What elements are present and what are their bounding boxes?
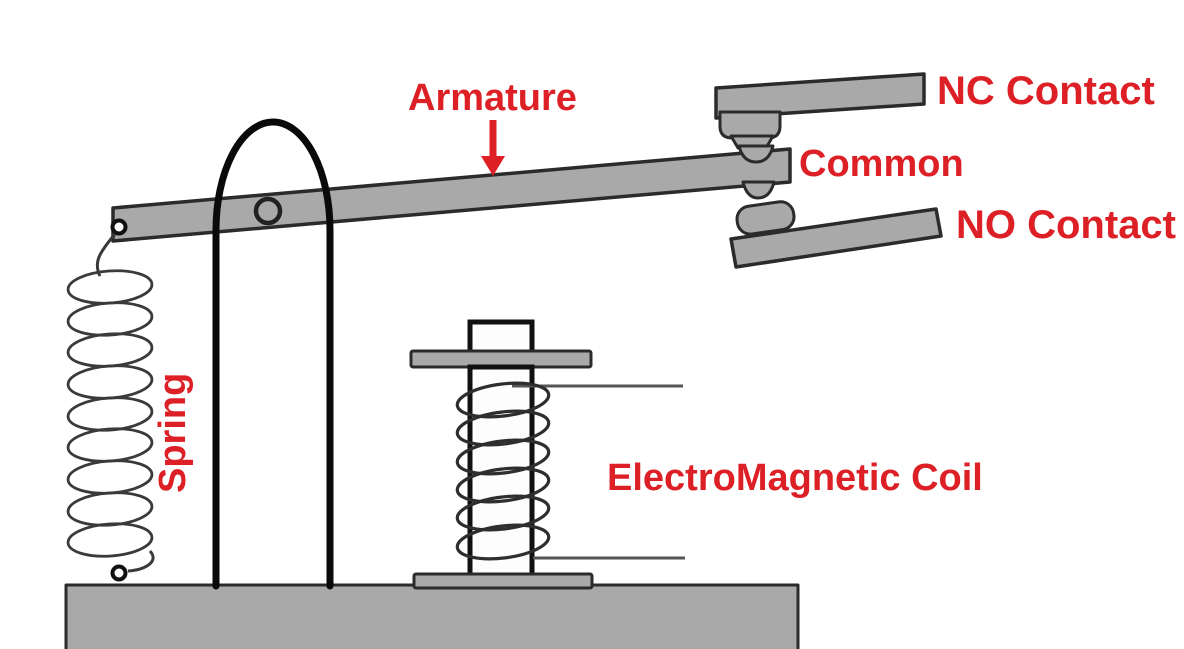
- spring-coil-turn: [66, 427, 154, 463]
- coil-bottom-flange: [412, 572, 594, 590]
- spring-label: Spring: [152, 373, 194, 493]
- spring-coil-turn: [66, 332, 154, 368]
- spring-coil: [66, 269, 154, 558]
- spring-coil-turn: [66, 522, 154, 558]
- electromagnetic-coil-label: ElectroMagnetic Coil: [607, 457, 983, 499]
- coil-winding-turn: [455, 466, 551, 504]
- spring-coil-turn: [66, 301, 154, 337]
- coil-winding-turn: [455, 523, 551, 561]
- spring-coil-turn: [66, 269, 154, 305]
- nc-contact-holder: [718, 110, 782, 140]
- armature-arrow-icon: [481, 120, 505, 176]
- pivot-stand-arch: [212, 118, 334, 590]
- common-label: Common: [799, 143, 964, 185]
- no-contact-tip: [735, 200, 796, 236]
- no-contact-bar: [729, 207, 943, 269]
- no-contact-label: NO Contact: [956, 203, 1176, 247]
- nc-contact-label: NC Contact: [937, 69, 1155, 113]
- spring-bottom-hook-ring: [110, 564, 128, 582]
- coil-winding-turn: [455, 438, 551, 476]
- base-block: [64, 583, 800, 649]
- coil-winding: [455, 381, 551, 561]
- nc-contact-bar: [714, 72, 926, 120]
- coil-winding-turn: [455, 494, 551, 532]
- armature-label: Armature: [408, 77, 577, 119]
- nc-contact-tip: [737, 144, 775, 164]
- coil-winding-turn: [455, 409, 551, 447]
- spring-bottom-wire: [127, 549, 155, 573]
- spring-coil-turn: [66, 396, 154, 432]
- coil-winding-turn: [455, 381, 551, 419]
- common-contact-tip: [741, 180, 776, 200]
- spring-coil-turn: [66, 459, 154, 495]
- spring-coil-turn: [66, 364, 154, 400]
- pivot-hole: [253, 196, 283, 226]
- armature-left-hook-ring: [110, 218, 128, 236]
- spring-coil-turn: [66, 491, 154, 527]
